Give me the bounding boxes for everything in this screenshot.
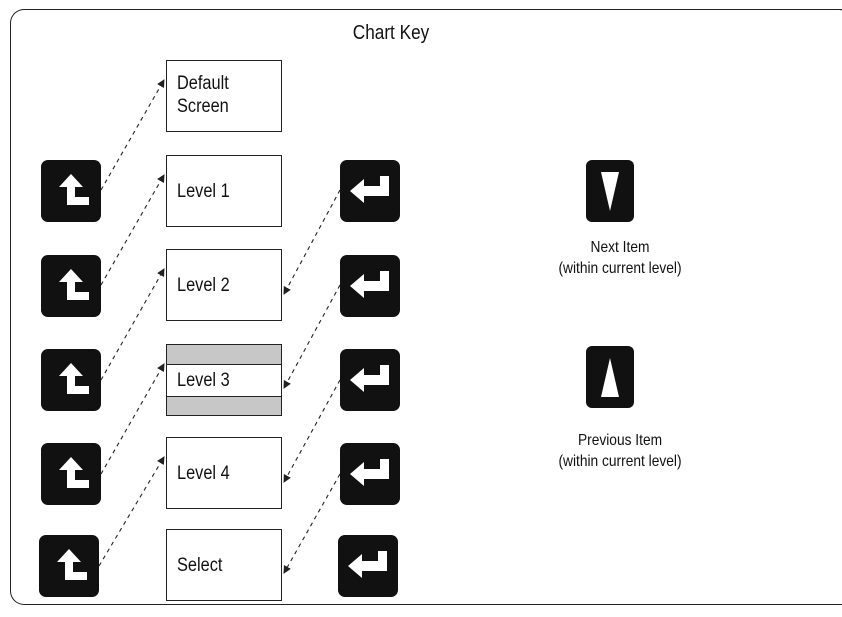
escape-arrow-to-level-2 bbox=[100, 268, 165, 381]
diagram-frame bbox=[10, 8, 842, 605]
enter-arrow-to-level-4 bbox=[283, 379, 341, 483]
enter-return-arrow-icon bbox=[340, 349, 400, 411]
level-3-bottom-band bbox=[167, 396, 281, 415]
box-level-2-label: Level 2 bbox=[177, 275, 230, 296]
up-triangle-icon bbox=[586, 346, 634, 408]
box-level-1-label: Level 1 bbox=[177, 181, 230, 202]
box-select-label: Select bbox=[177, 555, 223, 576]
box-level-4: Level 4 bbox=[166, 437, 282, 509]
enter-arrow-to-level-3 bbox=[283, 284, 341, 389]
chart-title: Chart Key bbox=[352, 22, 430, 44]
escape-up-arrow-icon bbox=[41, 349, 101, 411]
escape-arrow-to-level-1 bbox=[100, 174, 165, 286]
enter-return-arrow-icon bbox=[340, 443, 400, 505]
enter-arrow-to-level-2 bbox=[283, 189, 341, 295]
box-select: Select bbox=[166, 529, 282, 601]
enter-return-arrow-icon bbox=[340, 160, 400, 222]
escape-up-arrow-icon bbox=[41, 255, 101, 317]
level-3-top-band bbox=[167, 345, 281, 365]
box-default-screen: Default Screen bbox=[166, 60, 282, 132]
escape-up-arrow-icon bbox=[41, 443, 101, 505]
escape-arrow-to-level-3 bbox=[100, 363, 165, 475]
box-level-1: Level 1 bbox=[166, 155, 282, 227]
box-level-4-label: Level 4 bbox=[177, 463, 230, 484]
enter-return-arrow-icon bbox=[340, 255, 400, 317]
box-level-3: Level 3 bbox=[166, 344, 282, 416]
enter-arrow-to-select bbox=[283, 473, 341, 574]
escape-arrow-to-level-4 bbox=[98, 456, 165, 567]
escape-up-arrow-icon bbox=[41, 160, 101, 222]
box-default-screen-label: Default Screen bbox=[177, 73, 229, 117]
previous-item-label: Previous Item (within current level) bbox=[558, 432, 682, 470]
down-triangle-icon bbox=[586, 160, 634, 222]
box-level-2: Level 2 bbox=[166, 249, 282, 321]
enter-return-arrow-icon bbox=[338, 535, 398, 597]
escape-arrow-to-default bbox=[100, 79, 165, 191]
box-level-3-label: Level 3 bbox=[177, 370, 230, 391]
next-item-label: Next Item (within current level) bbox=[558, 239, 682, 277]
escape-up-arrow-icon bbox=[39, 535, 99, 597]
